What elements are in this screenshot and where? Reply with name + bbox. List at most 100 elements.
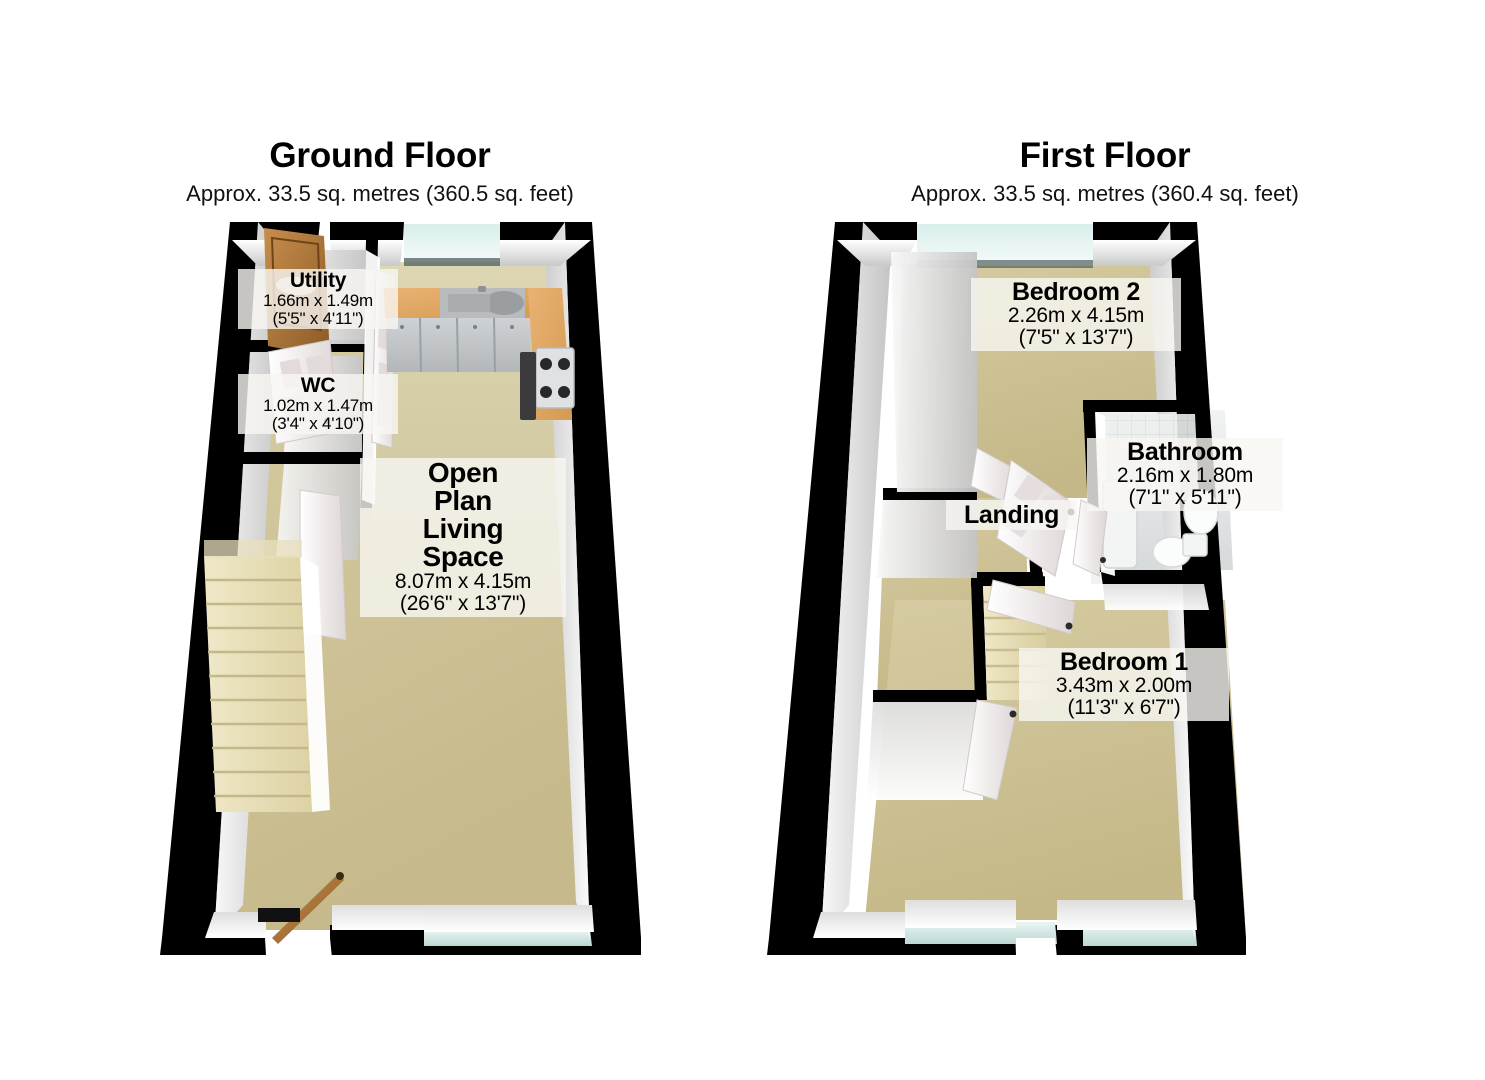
inner-face-left <box>821 222 891 938</box>
room-label-utility: Utility 1.66m x 1.49m (5'5" x 4'11") <box>238 269 398 330</box>
sink-drainer <box>448 294 490 312</box>
landing-name: Landing <box>963 501 1060 529</box>
ground-openings <box>266 224 592 958</box>
room-label-wc: WC 1.02m x 1.47m (3'4" x 4'10") <box>238 374 398 435</box>
inner-face-top-right <box>1093 240 1196 266</box>
hob-burner-1 <box>540 358 552 370</box>
outer-wall-left <box>769 222 863 938</box>
outer-wall-bottom-left <box>767 938 905 955</box>
stair-stringer <box>300 556 330 812</box>
ground-floor-panel: Ground Floor Approx. 33.5 sq. metres (36… <box>160 136 641 958</box>
bedroom1-door[interactable] <box>962 699 1018 801</box>
sink-bowl <box>484 291 524 315</box>
bedroom1-door-leaf[interactable] <box>962 699 1018 801</box>
wc-dim-imperial: (3'4" x 4'10") <box>271 413 365 433</box>
bedroom1-upper-handle[interactable] <box>1065 622 1073 630</box>
stair-flight <box>204 556 312 812</box>
cabinet-seam-2 <box>456 317 459 373</box>
hob-burner-3 <box>540 386 552 398</box>
bedroom1-door-upper[interactable] <box>986 579 1076 635</box>
inner-face-top-right <box>500 240 591 266</box>
bathroom-dim-metric: 2.16m x 1.80m <box>1116 464 1254 487</box>
living-name-line-4: Space <box>422 541 504 572</box>
stair-top-step <box>204 540 302 558</box>
first-floor-title: First Floor <box>1019 136 1191 175</box>
sink-tap <box>478 286 486 292</box>
partition-bathroom-top <box>1083 400 1197 412</box>
outer-wall-bottom-corner <box>1193 930 1246 955</box>
front-window-glass <box>424 930 592 946</box>
utility-dim-metric: 1.66m x 1.49m <box>263 290 373 310</box>
cabinet-knob-4 <box>510 325 514 329</box>
handrail <box>258 872 344 944</box>
partition-stairwell-top <box>971 572 1045 586</box>
hob <box>535 347 575 409</box>
bathroom-bottom-face <box>1103 584 1209 610</box>
partition-wc-bottom <box>238 452 362 464</box>
outer-wall-top-mid <box>330 222 404 240</box>
staircase <box>204 540 330 812</box>
outer-wall-bottom-pier <box>1055 925 1083 955</box>
ground-outer-walls <box>160 222 641 955</box>
inner-face-bottom-right <box>1057 900 1197 930</box>
rear-window-sill <box>404 258 500 266</box>
bed2-left-inner-face <box>891 252 977 492</box>
outer-wall-top-right <box>1093 222 1197 240</box>
bathroom-door-panel-1 <box>1014 474 1046 508</box>
outer-wall-bottom-mid <box>330 925 424 955</box>
utility-name: Utility <box>289 269 347 292</box>
bedroom2-dim-metric: 2.26m x 4.15m <box>1007 304 1145 327</box>
living-dim-imperial: (26'6" x 13'7") <box>399 591 527 615</box>
living-name-line-3: Living <box>422 513 504 544</box>
kitchen <box>384 286 575 420</box>
inner-face-bottom-left <box>813 912 905 938</box>
first-floor-panel: First Floor Approx. 33.5 sq. metres (360… <box>725 0 1485 1080</box>
hob-burner-2 <box>558 358 570 370</box>
bedroom1-dim-imperial: (11'3" x 6'7") <box>1067 695 1181 719</box>
bedroom1-dim-metric: 3.43m x 2.00m <box>1055 674 1193 697</box>
utility-dim-imperial: (5'5" x 4'11") <box>272 308 364 328</box>
room-label-bathroom: Bathroom 2.16m x 1.80m (7'1" x 5'11") <box>1087 438 1283 511</box>
bathroom-dim-imperial: (7'1" x 5'11") <box>1128 485 1242 509</box>
hob-burner-4 <box>558 386 570 398</box>
bathroom-front-face <box>1045 572 1105 600</box>
bedroom2-name: Bedroom 2 <box>1012 278 1140 306</box>
outer-wall-top-left <box>835 222 917 240</box>
rear-window-glass <box>404 224 500 262</box>
ground-floor-title: Ground Floor <box>269 136 491 175</box>
bed1-upper-left-face <box>867 702 983 800</box>
room-label-landing: Landing <box>946 500 1077 530</box>
wc-name: WC <box>300 374 336 397</box>
front-door-threshold <box>266 938 332 958</box>
first-floor-drawing <box>767 222 1246 958</box>
bedroom2-dim-imperial: (7'5" x 13'7") <box>1018 325 1134 349</box>
inner-face-bottom-mid <box>332 905 424 930</box>
outer-wall-top-right <box>500 222 592 240</box>
living-name-line-1: Open <box>427 457 499 488</box>
partition-landing-bed1 <box>873 690 980 702</box>
front-pier-shadow <box>1016 938 1057 958</box>
partition-stairwell <box>971 580 987 700</box>
cabinet-seam-3 <box>493 317 496 373</box>
newel-cap <box>336 872 344 880</box>
outer-wall-right <box>565 222 641 938</box>
bathroom-name: Bathroom <box>1127 438 1243 466</box>
inner-face-bottom-right <box>424 905 594 932</box>
handrail-base <box>258 908 300 922</box>
inner-face-bottom-mid <box>905 900 1016 928</box>
toilet-cistern <box>1182 533 1208 557</box>
partition-bathroom-bottom <box>1091 570 1204 584</box>
room-label-bedroom1: Bedroom 1 3.43m x 2.00m (11'3" x 6'7") <box>1019 648 1229 721</box>
room-label-living: Open Plan Living Space 8.07m x 4.15m (26… <box>360 458 566 617</box>
outer-wall-bottom-left <box>160 938 266 955</box>
bedroom1-handle[interactable] <box>1009 710 1017 718</box>
cabinet-seam-1 <box>419 317 422 373</box>
living-name-line-2: Plan <box>434 485 492 516</box>
bedroom1-door-upper-leaf[interactable] <box>986 579 1076 635</box>
bathroom-inner-handle[interactable] <box>1100 557 1106 563</box>
ground-floor-area: Approx. 33.5 sq. metres (360.5 sq. feet) <box>186 181 574 206</box>
wc-dim-metric: 1.02m x 1.47m <box>263 395 373 415</box>
bedroom1-name: Bedroom 1 <box>1060 648 1188 676</box>
first-floor-area: Approx. 33.5 sq. metres (360.4 sq. feet) <box>911 181 1299 206</box>
